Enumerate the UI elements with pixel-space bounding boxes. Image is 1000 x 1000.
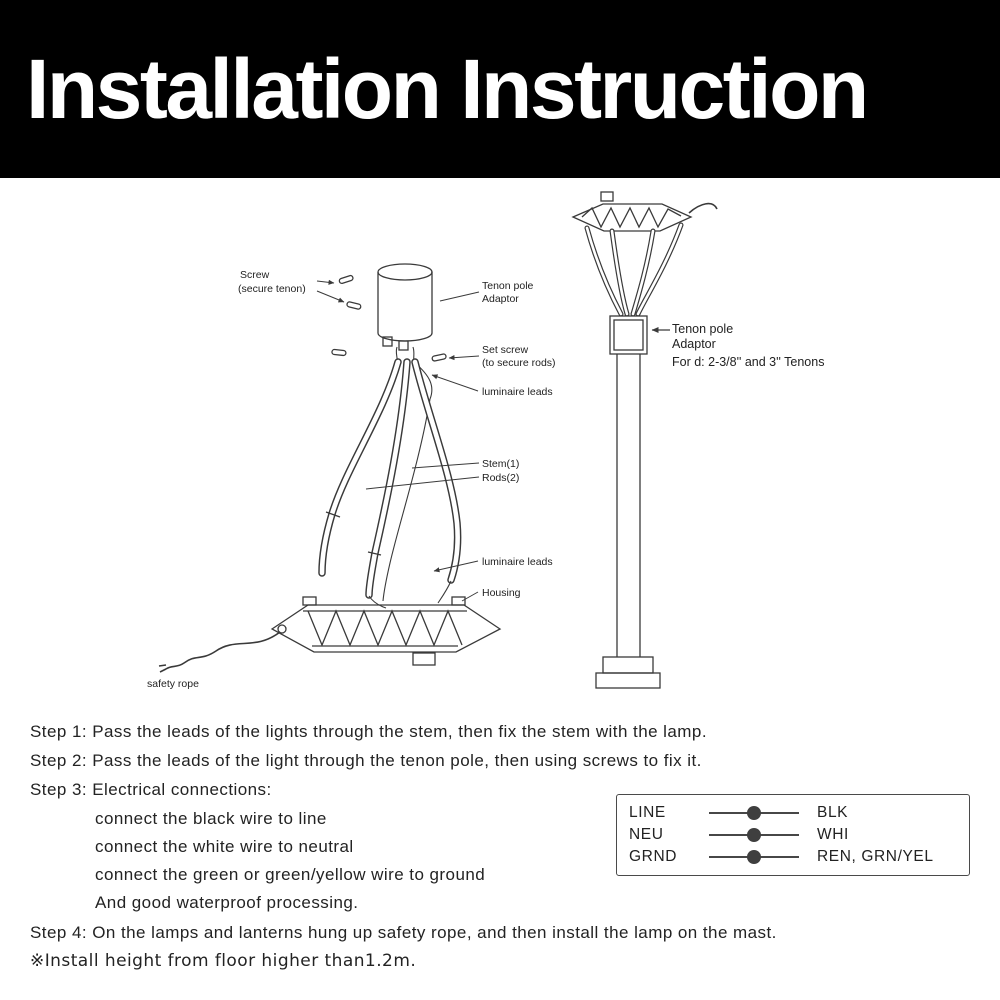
wire-source-label: LINE [629,804,666,821]
label-safety-rope: safety rope [147,678,199,690]
step-3-line-waterproof: And good waterproof processing. [95,893,359,912]
wire-color-label: WHI [817,826,849,843]
label-tenon-pole-adaptor: Tenon pole [482,280,534,292]
lamp-head-part [571,191,718,232]
wiring-row-neutral: NEU WHI [629,824,969,846]
wire-source-label: NEU [629,826,664,843]
safety-rope-line [158,631,281,673]
installation-diagram: Screw (secure tenon) Tenon pole Adaptor … [147,191,824,690]
label-pole-tenon-sizes: For d: 2-3/8'' and 3'' Tenons [672,355,824,369]
lamp-arms [584,222,684,317]
step-3-line-white-wire: connect the white wire to neutral [95,837,354,856]
tenon-pole-adaptor-part [377,263,433,351]
wire-connector-line [709,850,799,864]
wire-source-label: GRND [629,848,678,865]
pole-part [595,354,661,689]
assembled-view-labels: Tenon pole Adaptor For d: 2-3/8'' and 3'… [672,322,824,369]
step-3-line-green-wire: connect the green or green/yellow wire t… [95,865,486,884]
pole-adaptor-part [609,315,648,355]
leader-lines [316,279,480,602]
label-tenon-pole-adaptor-2: Adaptor [482,293,519,305]
label-pole-tenon: Tenon pole [672,322,733,336]
wire-connector-dot [747,828,761,842]
luminaire-leads-bottom-wires [368,580,452,609]
label-luminaire-leads-bottom: luminaire leads [482,556,553,568]
assembled-view-drawing [571,191,718,689]
wire-connector-dot [747,806,761,820]
label-pole-adaptor: Adaptor [672,337,716,351]
label-luminaire-leads-top: luminaire leads [482,386,553,398]
wiring-legend-box: LINE BLK NEU WHI GRND REN, GRN/YEL [616,794,970,876]
exploded-view-labels: Screw (secure tenon) Tenon pole Adaptor … [147,269,556,690]
wire-color-label: REN, GRN/YEL [817,848,934,865]
step-3-line-black-wire: connect the black wire to line [95,809,327,828]
step-2-text: Step 2: Pass the leads of the light thro… [30,751,702,770]
step-3-title: Step 3: Electrical connections: [30,780,272,799]
housing-part [270,596,502,666]
title-banner: Installation Instruction [0,0,1000,178]
diagram-section: Screw (secure tenon) Tenon pole Adaptor … [0,178,1000,713]
wiring-row-ground: GRND REN, GRN/YEL [629,846,969,868]
wire-connector-dot [747,850,761,864]
stem-and-rods [318,358,462,599]
wire-connector-line [709,828,799,842]
exploded-view-drawing [158,263,502,673]
wire-color-label: BLK [817,804,849,821]
label-stem: Stem(1) [482,458,519,470]
wiring-row-line: LINE BLK [629,802,969,824]
label-housing: Housing [482,587,521,599]
label-set-screw: Set screw [482,344,529,356]
step-4-text: Step 4: On the lamps and lanterns hung u… [30,923,777,942]
label-screw: Screw [240,269,270,281]
step-1-text: Step 1: Pass the leads of the lights thr… [30,722,707,741]
label-set-screw-2: (to secure rods) [482,357,556,369]
page-title: Installation Instruction [26,41,869,136]
install-height-note: ※Install height from floor higher than1.… [30,951,417,971]
label-screw-secure-tenon: (secure tenon) [238,283,306,295]
wire-connector-line [709,806,799,820]
screw-parts [331,274,447,362]
label-rods: Rods(2) [482,472,519,484]
